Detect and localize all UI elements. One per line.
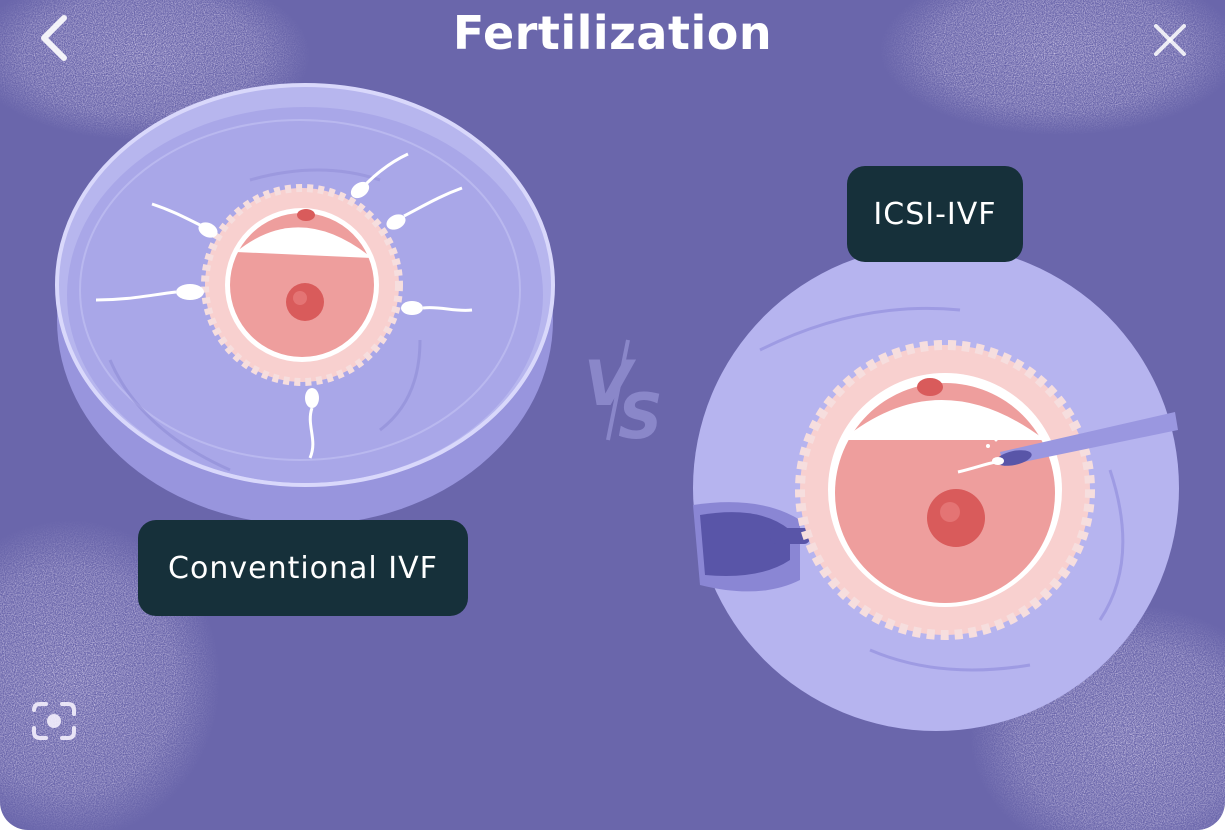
- lens-search-icon: [32, 702, 76, 740]
- page-title: Fertilization: [452, 6, 773, 60]
- egg-cell: [201, 184, 403, 386]
- back-button[interactable]: [24, 8, 84, 68]
- versus-letter-s: S: [618, 380, 663, 453]
- close-button[interactable]: [1140, 10, 1200, 70]
- sperm-cells: [95, 152, 473, 459]
- chevron-left-icon: [41, 15, 67, 61]
- label-icsi-ivf-text: ICSI-IVF: [873, 196, 997, 232]
- versus-letter-v: V: [584, 347, 637, 420]
- holding-pipette: [693, 502, 810, 592]
- label-conventional-ivf: Conventional IVF: [138, 520, 468, 616]
- label-conventional-ivf-text: Conventional IVF: [168, 550, 438, 586]
- egg-cell-icsi: [795, 340, 1095, 640]
- close-icon: [1154, 24, 1186, 56]
- versus-mark: V S: [584, 339, 663, 453]
- injection-needle: [957, 412, 1178, 474]
- lens-search-button[interactable]: [26, 692, 82, 748]
- label-icsi-ivf: ICSI-IVF: [847, 166, 1023, 262]
